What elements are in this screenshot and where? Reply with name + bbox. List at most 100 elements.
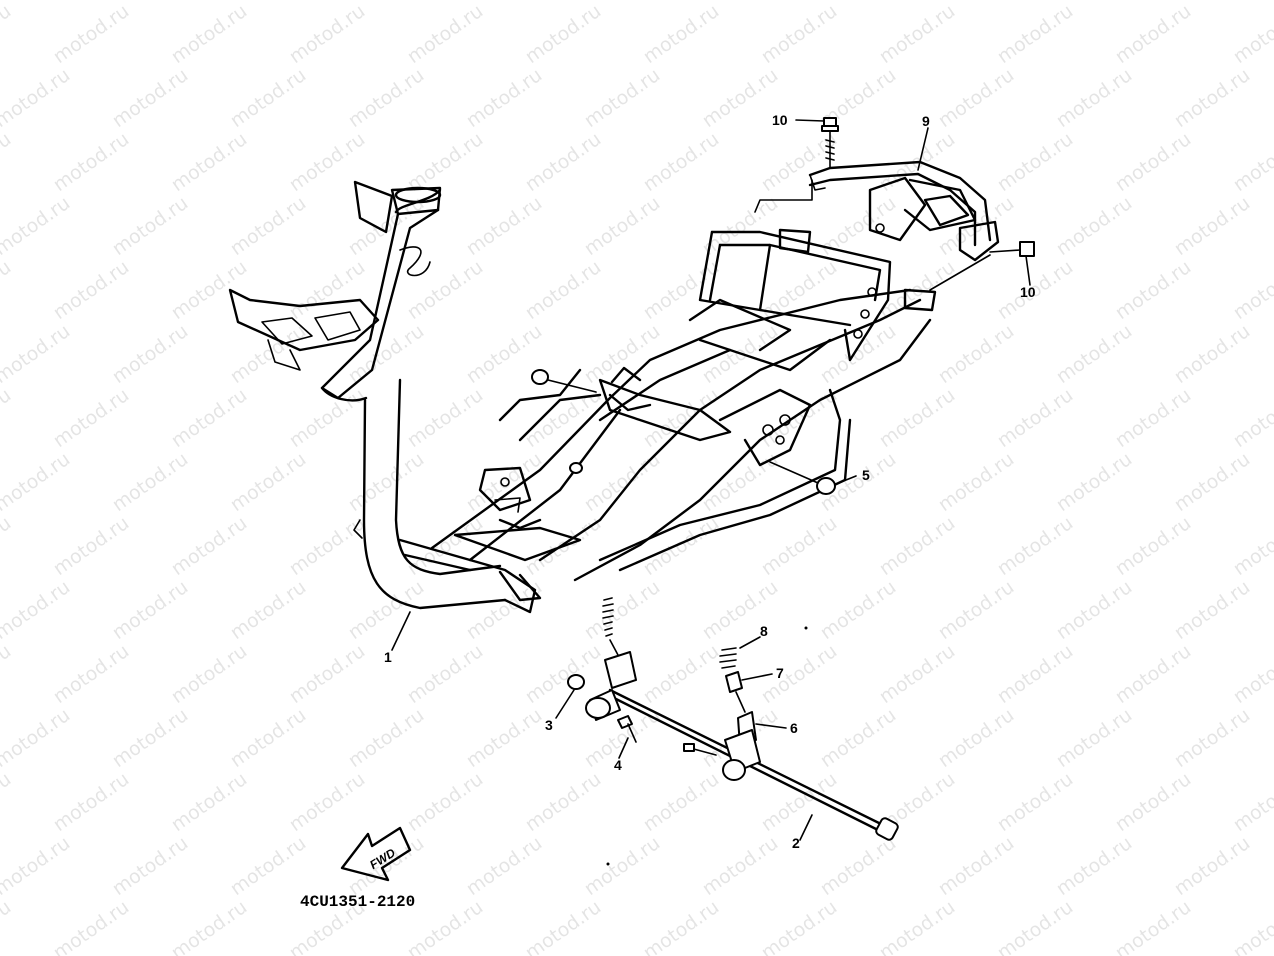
watermark-text: motod.ru bbox=[226, 704, 310, 772]
stand-assembly bbox=[567, 597, 899, 866]
watermark-text: motod.ru bbox=[934, 64, 1018, 132]
watermark-text: motod.ru bbox=[108, 832, 192, 900]
watermark-text: motod.ru bbox=[1229, 640, 1274, 708]
watermark-text: motod.ru bbox=[993, 512, 1077, 580]
watermark-text: motod.ru bbox=[639, 512, 723, 580]
watermark-text: motod.ru bbox=[816, 576, 900, 644]
watermark-text: motod.ru bbox=[580, 192, 664, 260]
watermark-text: motod.ru bbox=[108, 704, 192, 772]
watermark-text: motod.ru bbox=[1170, 320, 1254, 388]
watermark-text: motod.ru bbox=[403, 640, 487, 708]
watermark-text: motod.ru bbox=[580, 320, 664, 388]
watermark-text: motod.ru bbox=[934, 832, 1018, 900]
watermark-text: motod.ru bbox=[167, 768, 251, 836]
callout-8: 8 bbox=[760, 623, 768, 639]
watermark-text: motod.ru bbox=[108, 448, 192, 516]
part-code: 4CU1351-2120 bbox=[300, 893, 415, 911]
watermark-text: motod.ru bbox=[934, 320, 1018, 388]
watermark-text: motod.ru bbox=[0, 256, 15, 324]
watermark-text: motod.ru bbox=[639, 768, 723, 836]
watermark-text: motod.ru bbox=[462, 192, 546, 260]
watermark-text: motod.ru bbox=[226, 832, 310, 900]
watermark-text: motod.ru bbox=[403, 128, 487, 196]
watermark-text: motod.ru bbox=[993, 896, 1077, 956]
watermark-text: motod.ru bbox=[934, 448, 1018, 516]
watermark-text: motod.ru bbox=[226, 320, 310, 388]
watermark-text: motod.ru bbox=[993, 128, 1077, 196]
watermark-text: motod.ru bbox=[344, 448, 428, 516]
watermark-text: motod.ru bbox=[1229, 896, 1274, 956]
watermark-text: motod.ru bbox=[521, 896, 605, 956]
watermark-text: motod.ru bbox=[0, 896, 15, 956]
watermark-text: motod.ru bbox=[1111, 384, 1195, 452]
watermark-text: motod.ru bbox=[403, 768, 487, 836]
watermark-text: motod.ru bbox=[167, 128, 251, 196]
watermark-text: motod.ru bbox=[993, 640, 1077, 708]
watermark-text: motod.ru bbox=[1052, 448, 1136, 516]
watermark-text: motod.ru bbox=[403, 896, 487, 956]
watermark-text: motod.ru bbox=[580, 64, 664, 132]
watermark-text: motod.ru bbox=[757, 128, 841, 196]
watermark-text: motod.ru bbox=[0, 832, 74, 900]
watermark-text: motod.ru bbox=[1111, 896, 1195, 956]
watermark-text: motod.ru bbox=[1170, 64, 1254, 132]
watermark-text: motod.ru bbox=[875, 896, 959, 956]
watermark-text: motod.ru bbox=[698, 576, 782, 644]
watermark-text: motod.ru bbox=[1111, 512, 1195, 580]
watermark-text: motod.ru bbox=[0, 448, 74, 516]
watermark-text: motod.ru bbox=[757, 768, 841, 836]
watermark-text: motod.ru bbox=[108, 64, 192, 132]
watermark-text: motod.ru bbox=[1170, 192, 1254, 260]
watermark-text: motod.ru bbox=[1170, 704, 1254, 772]
watermark-text: motod.ru bbox=[1052, 704, 1136, 772]
callout-3: 3 bbox=[545, 717, 553, 733]
watermark-text: motod.ru bbox=[403, 256, 487, 324]
watermark-text: motod.ru bbox=[1111, 128, 1195, 196]
watermark-text: motod.ru bbox=[226, 64, 310, 132]
watermark-text: motod.ru bbox=[757, 896, 841, 956]
watermark-text: motod.ru bbox=[1229, 0, 1274, 68]
callout-9: 9 bbox=[922, 113, 930, 129]
watermark-text: motod.ru bbox=[0, 384, 15, 452]
watermark-text: motod.ru bbox=[462, 832, 546, 900]
watermark-text: motod.ru bbox=[521, 384, 605, 452]
watermark-text: motod.ru bbox=[0, 640, 15, 708]
callout-7: 7 bbox=[776, 665, 784, 681]
watermark-text: motod.ru bbox=[816, 704, 900, 772]
watermark-text: motod.ru bbox=[639, 640, 723, 708]
watermark-text: motod.ru bbox=[462, 448, 546, 516]
watermark-text: motod.ru bbox=[0, 0, 15, 68]
callout-1: 1 bbox=[384, 649, 392, 665]
watermark-text: motod.ru bbox=[1052, 576, 1136, 644]
watermark-text: motod.ru bbox=[167, 384, 251, 452]
watermark-text: motod.ru bbox=[816, 832, 900, 900]
watermark-text: motod.ru bbox=[875, 0, 959, 68]
callout-2: 2 bbox=[792, 835, 800, 851]
watermark-text: motod.ru bbox=[167, 896, 251, 956]
watermark-text: motod.ru bbox=[757, 512, 841, 580]
watermark-text: motod.ru bbox=[1170, 448, 1254, 516]
watermark-text: motod.ru bbox=[1052, 320, 1136, 388]
watermark-text: motod.ru bbox=[934, 704, 1018, 772]
watermark-text: motod.ru bbox=[49, 0, 133, 68]
watermark-text: motod.ru bbox=[403, 0, 487, 68]
watermark-text: motod.ru bbox=[167, 256, 251, 324]
watermark-text: motod.ru bbox=[108, 192, 192, 260]
watermark-text: motod.ru bbox=[875, 384, 959, 452]
watermark-text: motod.ru bbox=[108, 320, 192, 388]
watermark-text: motod.ru bbox=[521, 0, 605, 68]
bolt-right bbox=[929, 241, 1035, 291]
watermark-text: motod.ru bbox=[993, 384, 1077, 452]
watermark-text: motod.ru bbox=[344, 64, 428, 132]
watermark-text: motod.ru bbox=[639, 0, 723, 68]
watermark-text: motod.ru bbox=[1229, 384, 1274, 452]
watermark-text: motod.ru bbox=[49, 768, 133, 836]
callout-labels: 10 9 10 5 1 8 7 6 3 4 2 bbox=[384, 112, 1036, 851]
watermark-text: motod.ru bbox=[0, 192, 74, 260]
watermark-text: motod.ru bbox=[580, 576, 664, 644]
watermark-text: motod.ru bbox=[285, 512, 369, 580]
callout-4: 4 bbox=[614, 757, 622, 773]
callout-10-top: 10 bbox=[772, 112, 788, 128]
watermark-text: motod.ru bbox=[816, 192, 900, 260]
